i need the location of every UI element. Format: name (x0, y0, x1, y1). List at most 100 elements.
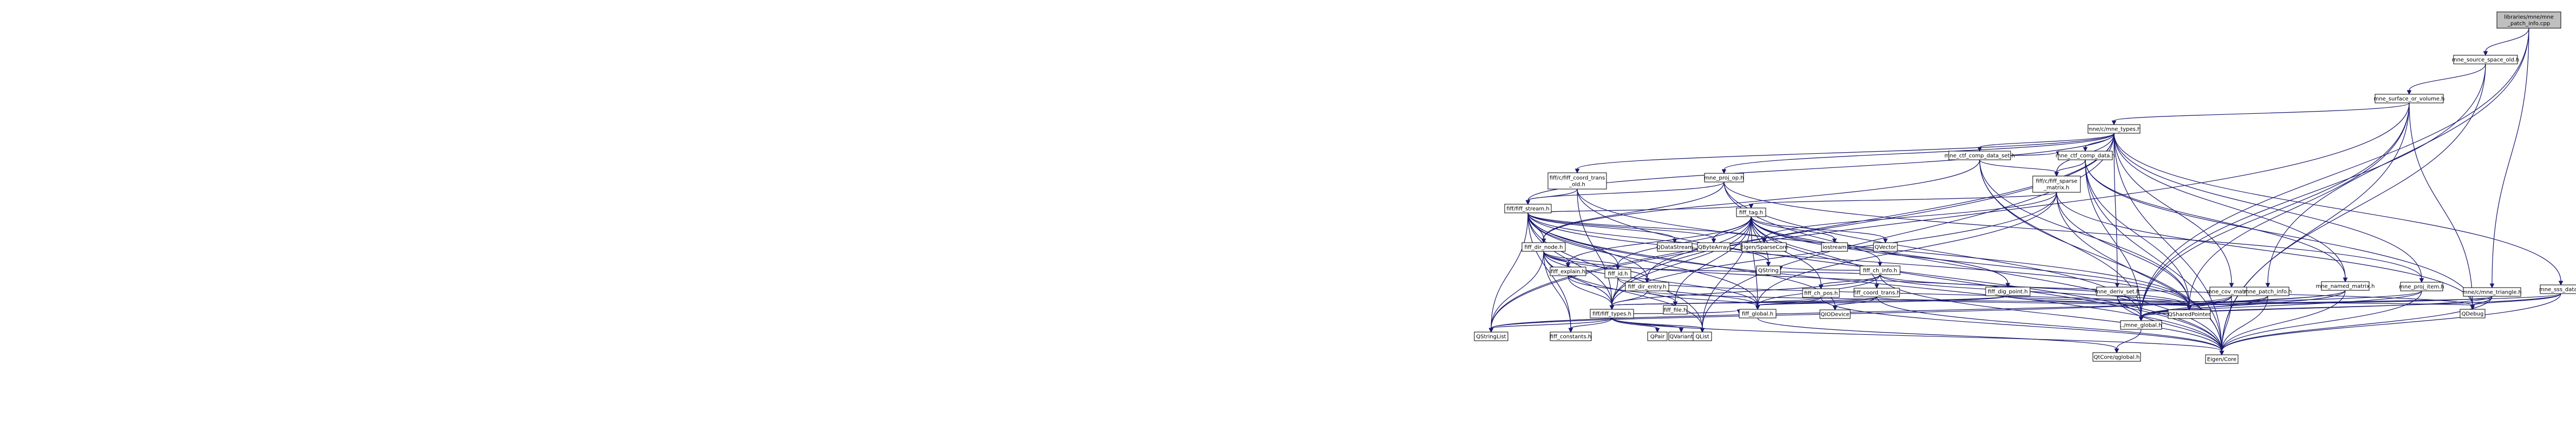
node-box (2321, 281, 2370, 291)
node-label: fiff_coord_trans.h (1853, 290, 1900, 296)
edge-arrowhead (1700, 328, 1705, 333)
node-eigen-sparse[interactable]: Eigen/SparseCore (1740, 242, 1788, 252)
node-fiff-tag[interactable]: fiff_tag.h (1736, 207, 1766, 217)
edge-sss_data-to-qsharedpointer (2187, 293, 2561, 311)
node-mne-types[interactable]: mne/c/mne_types.h (2087, 124, 2141, 134)
edge-line (1527, 133, 2115, 201)
edge-line (2141, 63, 2486, 317)
node-box (1948, 151, 2011, 160)
node-fiff-types[interactable]: fiff/fiff_types.h (1590, 309, 1634, 318)
node-deriv-set[interactable]: mne_deriv_set.h (2095, 287, 2139, 296)
edge-sss_data-to-mne_global (2138, 293, 2561, 322)
node-qtcoreglobal[interactable]: QtCore/qglobal.h (2092, 352, 2141, 362)
edge-line (1567, 216, 1752, 264)
node-qdebug[interactable]: QDebug (2460, 309, 2486, 318)
node-proj-item[interactable]: mne_proj_item.h (2399, 282, 2444, 291)
node-root[interactable]: libraries/mne/mne_patch_info.cpp (2496, 11, 2561, 29)
node-box (2463, 287, 2521, 297)
node-qlist[interactable]: QList (1693, 332, 1712, 341)
node-box (1819, 309, 1851, 319)
node-label: QPair (1650, 334, 1665, 340)
edge-line (1527, 212, 2190, 307)
edge-mne_types-to-fiff_coord_trans_old (1575, 133, 2115, 174)
edge-arrowhead (1874, 284, 1879, 289)
node-qsharedpointer[interactable]: QSharedPointer (2168, 309, 2211, 319)
node-ctf-comp-data[interactable]: mne_ctf_comp_data.h (2055, 151, 2115, 160)
node-surface-or-volume[interactable]: mne_surface_or_volume.h (2374, 94, 2445, 103)
edge-surface_or_volume-to-qsharedpointer (2187, 102, 2410, 311)
node-fiff-ch-info[interactable]: fiff_ch_info.h (1859, 265, 1901, 275)
node-fiff-global[interactable]: fiff_global.h (1739, 309, 1777, 318)
edge-line (1876, 296, 2222, 352)
edge-line (1491, 102, 2410, 329)
edge-line (2472, 293, 2561, 306)
edge-line (1491, 251, 1544, 329)
node-box (2058, 151, 2113, 160)
edge-mne_types-to-proj_op (1721, 133, 2115, 174)
node-iostream[interactable]: iostream (1821, 242, 1848, 252)
node-fiff-dir-node[interactable]: fiff_dir_node.h (1521, 242, 1566, 252)
node-label: mne_ctf_comp_data.h (2055, 153, 2115, 159)
edge-line (2117, 295, 2190, 307)
node-box (2375, 94, 2444, 103)
node-eigen-core[interactable]: Eigen/Core (2205, 354, 2239, 364)
node-named-matrix[interactable]: mne_named_matrix.h (2315, 281, 2375, 291)
node-fiff-coord-trans-old[interactable]: fiff/c/fiff_coord_trans_old.h (1547, 172, 1607, 190)
node-box (2032, 176, 2081, 193)
edge-line (1527, 181, 1725, 201)
edge-line (1543, 251, 1703, 329)
node-qdatastream[interactable]: QDataStream (1656, 242, 1693, 252)
edge-line (2113, 133, 2232, 284)
node-qvector[interactable]: QVector (1873, 242, 1898, 252)
node-mne-global[interactable]: ../mne_global.h (2120, 320, 2162, 330)
node-fiff-constants[interactable]: fiff_constants.h (1550, 332, 1592, 341)
edge-line (1617, 277, 1758, 306)
edge-line (1675, 216, 1752, 302)
edge-proj_op-to-fiff_stream (1525, 181, 1725, 205)
node-ctf-comp-data-set[interactable]: mne_ctf_comp_data_set.h (1944, 151, 2015, 160)
edge-line (1491, 212, 1528, 329)
node-fiff-explain[interactable]: fiff_explain.h (1550, 266, 1586, 276)
edge-line (1757, 295, 2008, 306)
node-label: Eigen/SparseCore (1740, 245, 1788, 251)
node-label: QtCore/qglobal.h (2094, 355, 2140, 361)
edge-line (2007, 295, 2190, 307)
node-box (1802, 288, 1840, 298)
node-sss-data[interactable]: mne_sss_data.h (2539, 284, 2576, 294)
edge-mne_types-to-fiff_stream (1525, 133, 2115, 205)
node-label: mne_patch_info.h (2244, 289, 2292, 295)
edge-line (2141, 293, 2561, 317)
edge-arrowhead (2114, 348, 2119, 354)
node-label: QIODevice (1821, 312, 1850, 318)
edge-line (1820, 274, 1881, 285)
node-fiff-sparse-matrix[interactable]: fiff/c/fiff_sparse_matrix.h (2032, 176, 2081, 193)
node-fiff-dir-entry[interactable]: fiff_dir_entry.h (1625, 282, 1669, 291)
node-label: QByteArray (1698, 245, 1729, 251)
node-fiff-stream[interactable]: fiff/fiff_stream.h (1504, 204, 1552, 213)
node-fiff-ch-pos[interactable]: fiff_ch_pos.h (1802, 288, 1840, 298)
edge-arrowhead (2111, 120, 2117, 126)
node-box (1873, 242, 1898, 252)
node-qstring[interactable]: QString (1756, 265, 1781, 275)
node-patch-info[interactable]: mne_patch_info.h (2244, 287, 2292, 296)
node-fiff-coord-trans[interactable]: fiff_coord_trans.h (1853, 288, 1900, 297)
edge-fiff_stream-to-fiff_tag (1527, 204, 1754, 213)
node-mne-triangle[interactable]: mne/c/mne_triangle.h (2462, 287, 2522, 297)
node-box (1704, 173, 1744, 183)
edge-line (2056, 192, 2190, 307)
node-fiff-dig-point[interactable]: fiff_dig_point.h (1985, 287, 2031, 296)
node-qstringlist[interactable]: QStringList (1474, 332, 1508, 341)
node-fiff-file[interactable]: fiff_file.h (1663, 305, 1688, 315)
node-box (2400, 282, 2443, 291)
node-qpair[interactable]: QPair (1647, 332, 1668, 341)
node-qbytearray[interactable]: QByteArray (1697, 242, 1731, 252)
node-proj-op[interactable]: mne_proj_op.h (1704, 173, 1744, 183)
edge-fiff_global-to-qtcoreglobal (1757, 317, 2119, 354)
node-qiodevice[interactable]: QIODevice (1819, 309, 1851, 319)
edge-arrowhead (1832, 238, 1837, 244)
node-qvariant[interactable]: QVariant (1668, 332, 1694, 341)
node-fiff-id[interactable]: fiff_id.h (1604, 269, 1631, 278)
edge-arrowhead (2406, 90, 2412, 95)
node-label: fiff_tag.h (1739, 210, 1763, 216)
node-src-space-old[interactable]: mne_source_space_old.h (2452, 55, 2520, 64)
